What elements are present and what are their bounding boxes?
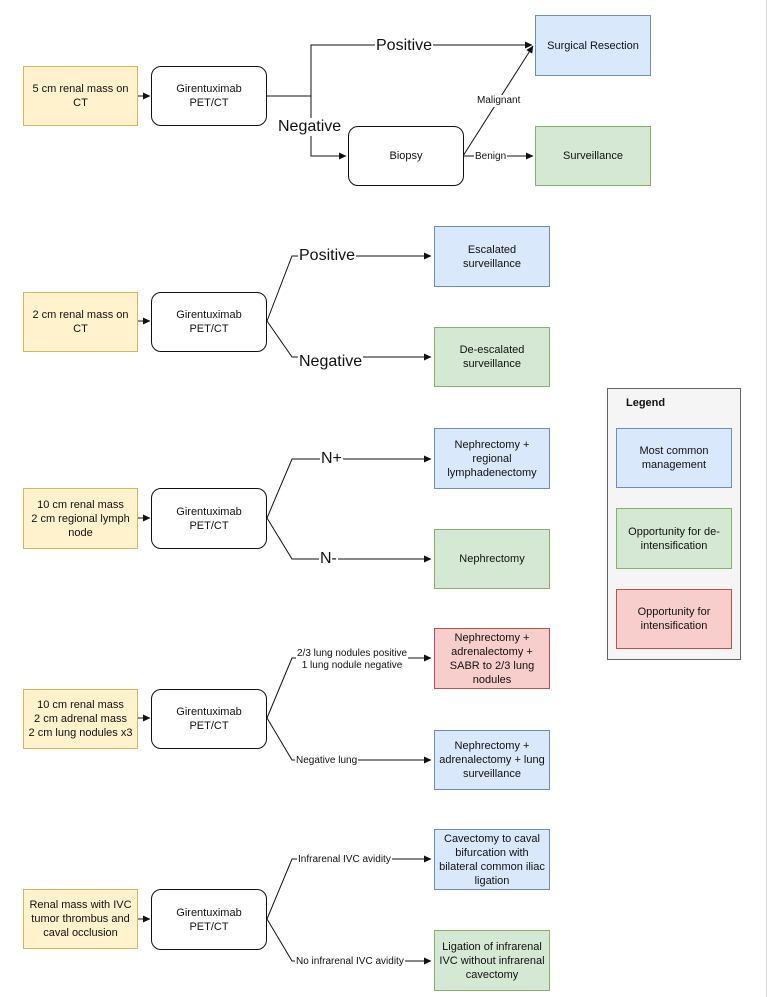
- legend-item-de-intensification-text: Opportunity for de- intensification: [628, 525, 720, 552]
- flow5-test-box: Girentuximab PET/CT: [151, 889, 267, 950]
- flow5-test-text: Girentuximab PET/CT: [176, 906, 242, 933]
- flow5-input-box: Renal mass with IVC tumor thrombus and c…: [23, 889, 138, 949]
- flow2-positive-connector: [266, 252, 432, 322]
- flow5-avidity-connector: [266, 855, 432, 920]
- flow1-surveillance-text: Surveillance: [563, 150, 623, 162]
- flow1-input-box: 5 cm renal mass on CT: [23, 66, 138, 126]
- flow4-result-positive-box: Nephrectomy + adrenalectomy + SABR to 2/…: [434, 628, 550, 689]
- flow2-test-box: Girentuximab PET/CT: [151, 292, 267, 352]
- flow2-input-text: 2 cm renal mass on CT: [32, 309, 129, 335]
- flow3-test-text: Girentuximab PET/CT: [176, 505, 242, 532]
- flow3-input-box: 10 cm renal mass 2 cm regional lymph nod…: [23, 488, 138, 549]
- flow4-negative-label: Negative lung: [295, 755, 359, 767]
- flow4-negative-connector: [266, 717, 432, 764]
- flow3-nplus-connector: [266, 455, 432, 519]
- legend-item-most-common: Most common management: [616, 428, 732, 488]
- flow1-benign-label: Benign: [474, 151, 508, 163]
- flow5-input-text: Renal mass with IVC tumor thrombus and c…: [29, 899, 132, 939]
- flow3-result-nplus-text: Nephrectomy + regional lymphadenectomy: [447, 438, 537, 479]
- flow2-result-negative-box: De-escalated surveillance: [434, 327, 550, 387]
- legend-item-intensification-text: Opportunity for intensification: [637, 606, 711, 632]
- flow3-nminus-label: N-: [319, 550, 338, 568]
- flow1-negative-label: Negative: [277, 118, 343, 136]
- flow1-test-text: Girentuximab PET/CT: [176, 83, 242, 109]
- flow5-result-avidity-text: Cavectomy to caval bifurcation with bila…: [439, 832, 545, 887]
- flow5-result-no-avidity-box: Ligation of infrarenal IVC without infra…: [434, 930, 550, 991]
- legend-item-most-common-text: Most common management: [639, 445, 709, 471]
- flow2-test-text: Girentuximab PET/CT: [176, 309, 242, 335]
- flow3-input-text: 10 cm renal mass 2 cm regional lymph nod…: [31, 498, 130, 539]
- flow1-positive-label: Positive: [375, 37, 434, 55]
- flow4-positive-label: 2/3 lung nodules positive 1 lung nodule …: [296, 648, 409, 672]
- right-border: [766, 0, 767, 997]
- flow3-nplus-label: N+: [320, 450, 343, 468]
- flow1-biopsy-text: Biopsy: [389, 150, 423, 162]
- legend-item-de-intensification: Opportunity for de- intensification: [616, 508, 732, 569]
- flow2-positive-label: Positive: [298, 247, 357, 265]
- flow1-surgical-text: Surgical Resection: [547, 39, 639, 52]
- flow4-test-text: Girentuximab PET/CT: [176, 706, 242, 732]
- flow1-surgical-box: Surgical Resection: [535, 15, 651, 76]
- flow5-result-no-avidity-text: Ligation of infrarenal IVC without infra…: [439, 940, 545, 981]
- flow3-result-nplus-box: Nephrectomy + regional lymphadenectomy: [434, 428, 550, 489]
- flow1-malignant-label: Malignant: [476, 95, 522, 107]
- flow1-input-text: 5 cm renal mass on CT: [32, 83, 129, 109]
- flow3-nminus-connector: [266, 517, 432, 563]
- flow3-test-box: Girentuximab PET/CT: [151, 488, 267, 549]
- legend-panel: Legend Most common management Opportunit…: [607, 388, 741, 660]
- flow1-surveillance-box: Surveillance: [535, 126, 651, 186]
- flow1-negative-connector: [310, 96, 347, 160]
- flow4-input-box: 10 cm renal mass 2 cm adrenal mass 2 cm …: [23, 689, 138, 749]
- legend-title: Legend: [626, 397, 666, 409]
- flow2-result-positive-box: Escalated surveillance: [434, 226, 550, 287]
- flow2-negative-label: Negative: [298, 353, 364, 371]
- flow5-result-avidity-box: Cavectomy to caval bifurcation with bila…: [434, 829, 550, 890]
- flow5-avidity-label: Infrarenal IVC avidity: [297, 854, 392, 866]
- flow4-input-text: 10 cm renal mass 2 cm adrenal mass 2 cm …: [28, 699, 133, 739]
- flow5-no-avidity-label: No infrarenal IVC avidity: [295, 956, 405, 968]
- flow4-test-box: Girentuximab PET/CT: [151, 689, 267, 749]
- flow4-result-positive-text: Nephrectomy + adrenalectomy + SABR to 2/…: [449, 631, 535, 686]
- flow2-result-positive-text: Escalated surveillance: [462, 243, 522, 270]
- flow1-biopsy-box: Biopsy: [348, 126, 464, 186]
- legend-item-intensification: Opportunity for intensification: [616, 589, 732, 649]
- flow2-result-negative-text: De-escalated surveillance: [459, 344, 525, 370]
- flow3-result-nminus-text: Nephrectomy: [459, 553, 525, 565]
- flow4-result-negative-box: Nephrectomy + adrenalectomy + lung surve…: [434, 730, 550, 790]
- flow4-result-negative-text: Nephrectomy + adrenalectomy + lung surve…: [439, 740, 545, 780]
- flow3-result-nminus-box: Nephrectomy: [434, 529, 550, 589]
- flow5-no-avidity-connector: [266, 918, 432, 965]
- flow1-test-box: Girentuximab PET/CT: [151, 66, 267, 126]
- flow2-negative-connector: [266, 320, 432, 361]
- flow2-input-box: 2 cm renal mass on CT: [23, 292, 138, 352]
